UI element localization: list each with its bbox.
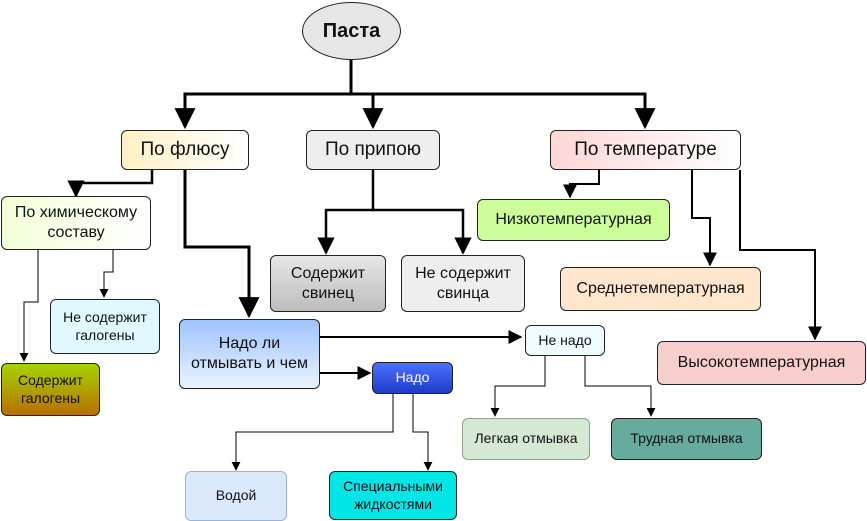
node-water[interactable]: Водой [185, 471, 287, 521]
node-wash-question[interactable]: Надо ли отмывать и чем [179, 319, 320, 389]
temperature-connectors [563, 170, 822, 341]
node-hard-wash-label: Трудная отмывка [630, 430, 743, 447]
category-temperature-label: По температуре [574, 139, 717, 161]
flux-connectors [19, 170, 656, 471]
node-easy-wash[interactable]: Легкая отмывка [462, 418, 590, 460]
node-mid-temperature-label: Среднетемпературная [576, 280, 745, 297]
category-flux-label: По флюсу [140, 139, 230, 161]
node-wash-question-label: Надо ли отмывать и чем [191, 335, 308, 372]
node-hard-wash[interactable]: Трудная отмывка [611, 418, 762, 460]
node-no-halogens-label: Не содержит галогены [63, 309, 147, 343]
node-by-chemical-composition[interactable]: По химическому составу [1, 196, 151, 250]
node-low-temperature[interactable]: Низкотемпературная [477, 199, 670, 241]
node-easy-wash-label: Легкая отмывка [474, 430, 578, 447]
node-lead-free[interactable]: Не содержит свинца [401, 255, 525, 312]
category-flux[interactable]: По флюсу [121, 130, 249, 170]
node-wash-not-needed[interactable]: Не надо [525, 325, 605, 356]
node-high-temperature-label: Высокотемпературная [677, 354, 846, 371]
node-contains-halogens-label: Содержит галогены [18, 372, 83, 406]
node-high-temperature[interactable]: Высокотемпературная [657, 341, 866, 385]
node-contains-halogens[interactable]: Содержит галогены [1, 363, 100, 416]
node-no-halogens[interactable]: Не содержит галогены [50, 299, 160, 354]
node-low-temperature-label: Низкотемпературная [495, 211, 652, 228]
category-solder-label: По припою [324, 139, 422, 161]
node-mid-temperature[interactable]: Среднетемпературная [560, 267, 761, 311]
node-by-chemical-composition-label: По химическому составу [14, 204, 138, 241]
solder-connectors [317, 170, 472, 255]
node-wash-not-needed-label: Не надо [538, 331, 592, 348]
node-contains-lead[interactable]: Содержит свинец [270, 255, 386, 312]
root-label: Паста [322, 19, 381, 42]
node-special-liquids-label: Специальными жидкостями [343, 478, 443, 512]
node-wash-needed[interactable]: Надо [372, 362, 453, 394]
node-special-liquids[interactable]: Специальными жидкостями [329, 471, 457, 520]
node-contains-lead-label: Содержит свинец [290, 264, 366, 302]
root-connectors [174, 60, 656, 130]
category-solder[interactable]: По припою [306, 130, 440, 170]
category-temperature[interactable]: По температуре [550, 130, 741, 170]
node-water-label: Водой [215, 487, 257, 504]
node-wash-needed-label: Надо [395, 369, 430, 386]
root-node-pasta[interactable]: Паста [302, 2, 401, 60]
node-lead-free-label: Не содержит свинца [415, 264, 511, 302]
